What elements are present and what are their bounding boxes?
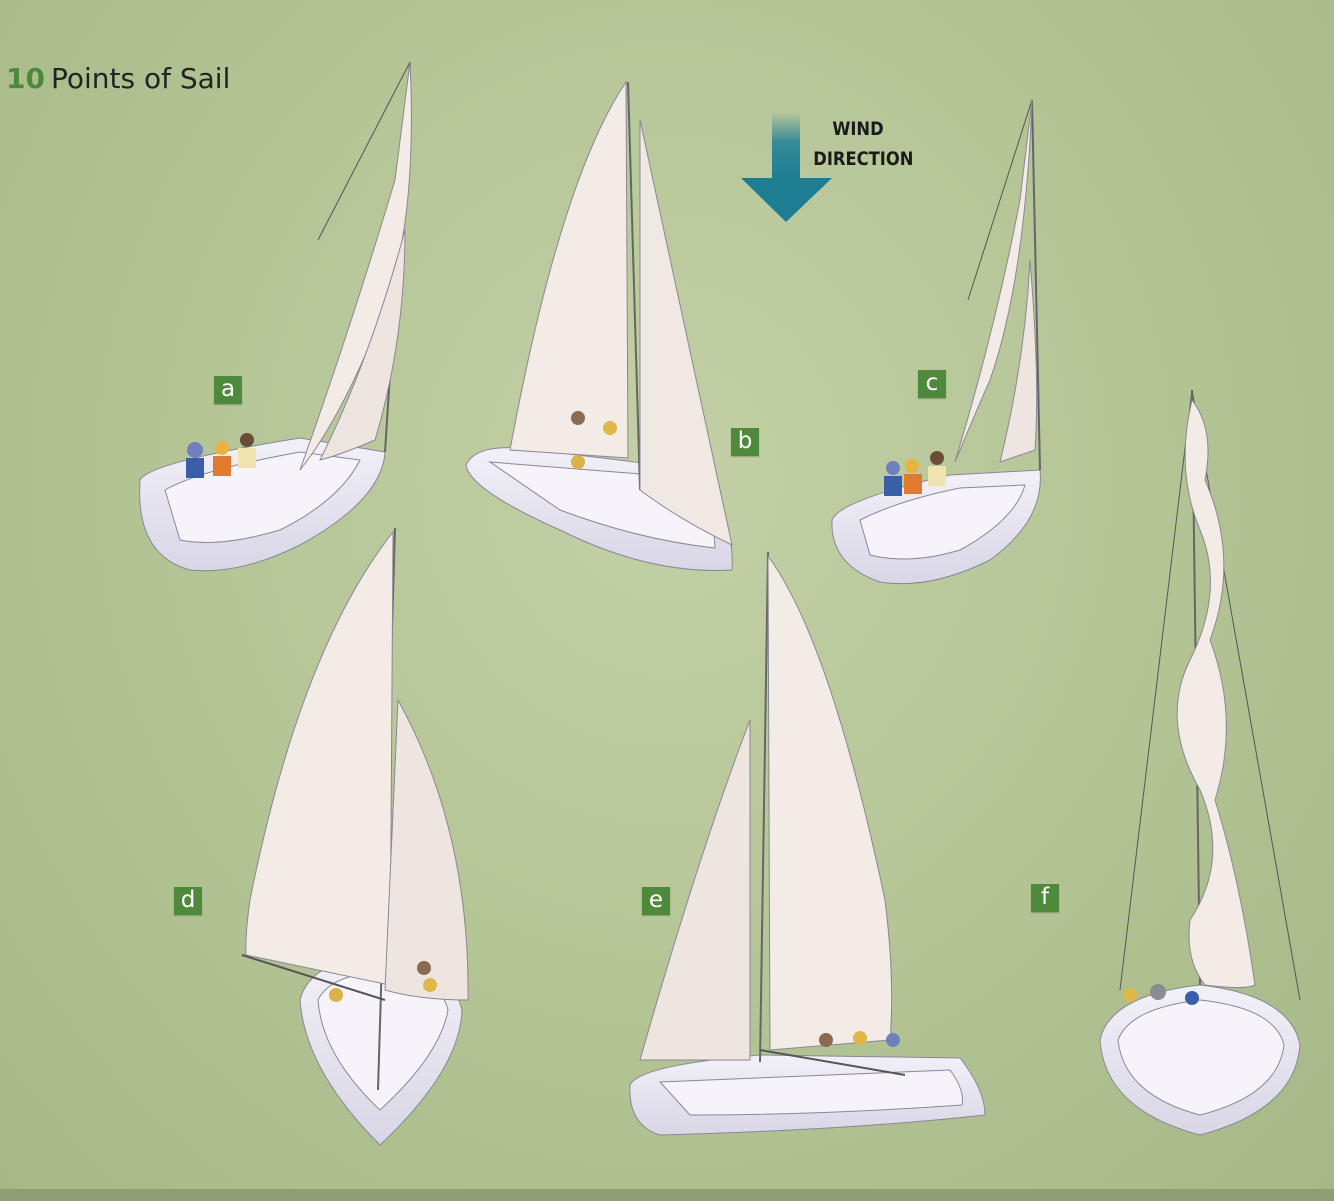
boat-e [629,551,986,1136]
boat-a [139,61,412,572]
boat-label-e: e [642,887,670,915]
boat-label-f: f [1031,884,1059,912]
boat-label-d: d [174,887,202,915]
boat-f [1099,389,1301,1136]
figure-title-text: Points of Sail [50,62,231,95]
boat-d [241,527,469,1146]
wind-arrow-icon [741,112,832,222]
boat-label-b: b [731,428,759,456]
figure-number: 10 [6,62,45,95]
wind-label-line2: DIRECTION [813,148,914,170]
wind-label-line1: WIND [832,118,884,140]
boat-label-c: c [918,370,946,398]
page-edge [0,1189,1334,1201]
boat-c [831,99,1041,585]
boat-label-a: a [214,376,242,404]
wind-direction-label: WIND DIRECTION [813,114,914,174]
boat-b [465,80,733,571]
